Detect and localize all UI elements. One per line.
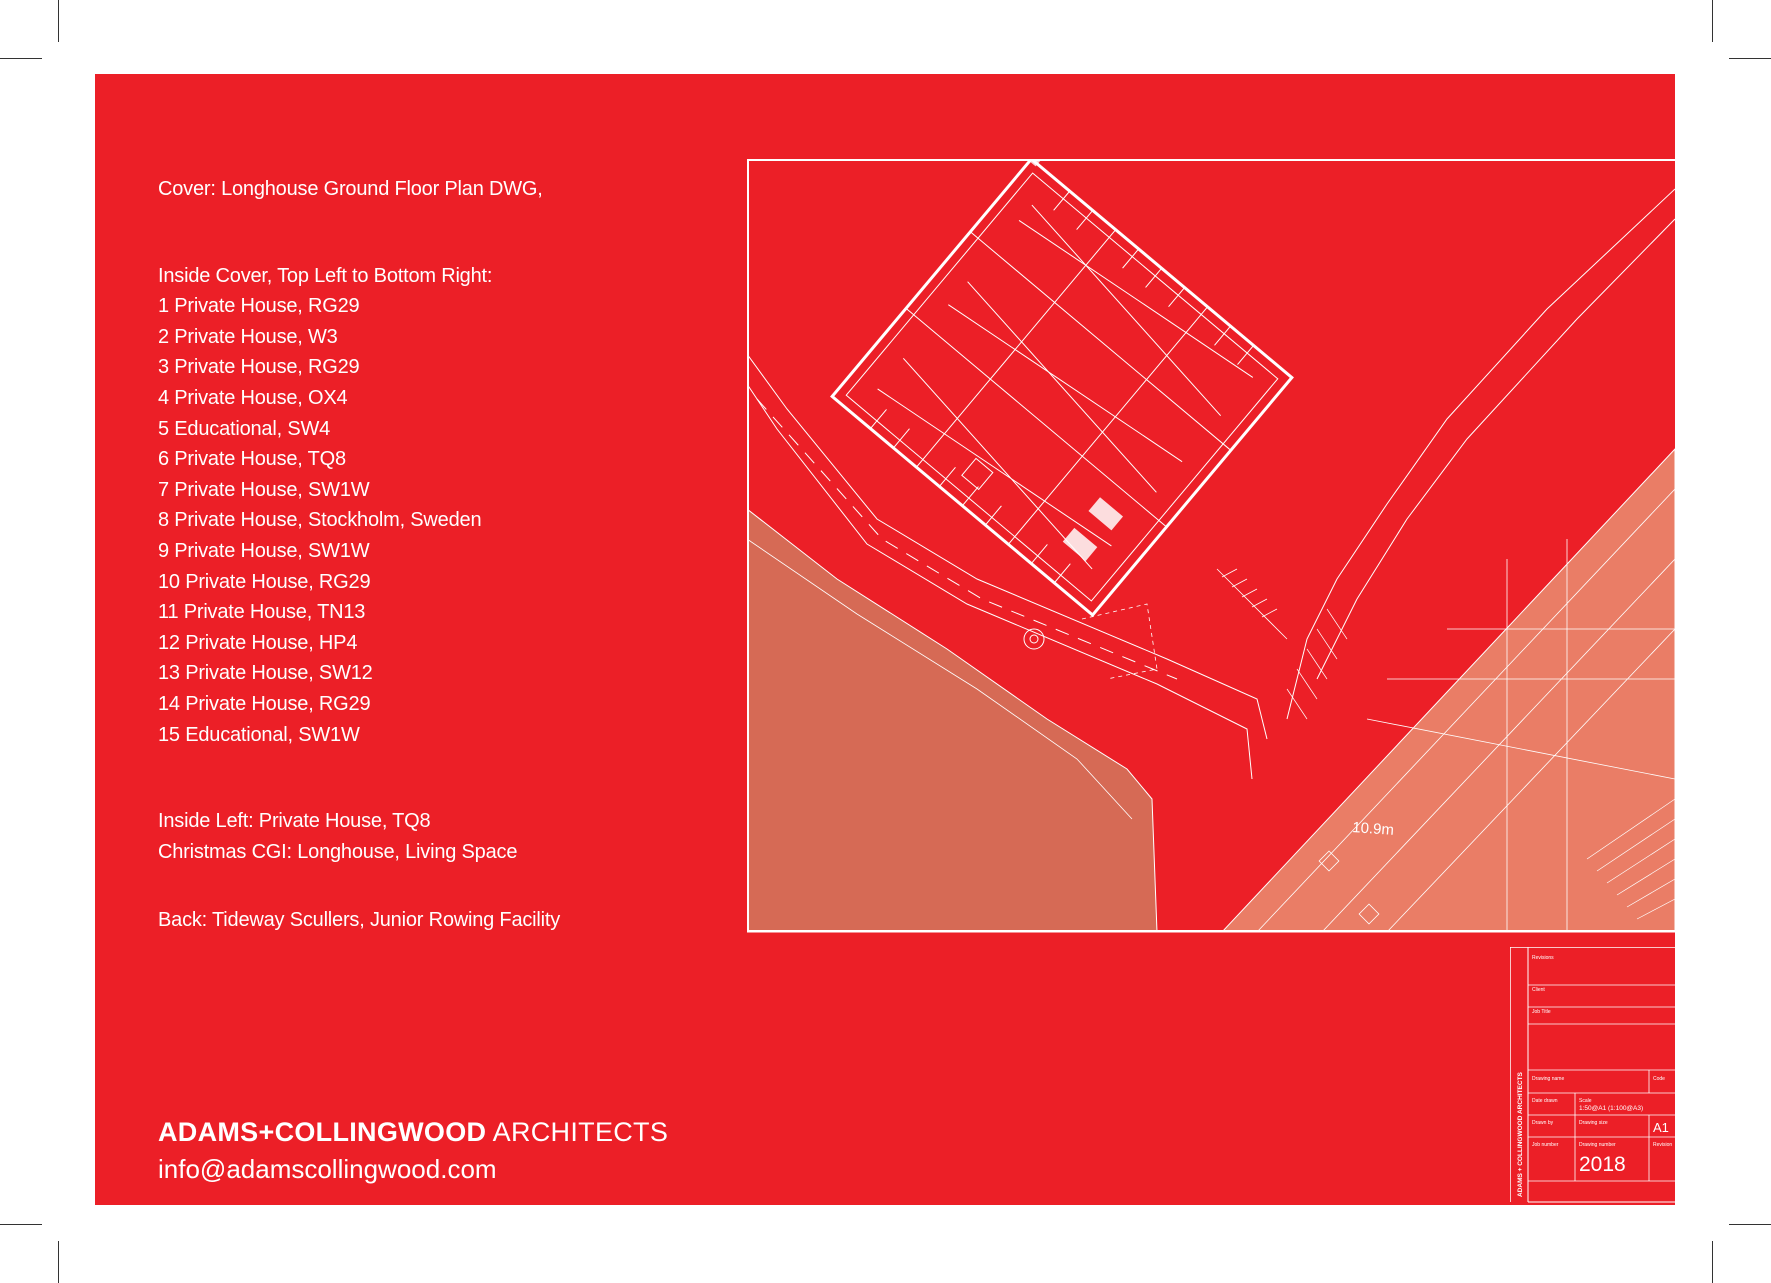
project-item: 1 Private House, RG29 bbox=[158, 295, 360, 318]
project-item: 14 Private House, RG29 bbox=[158, 692, 371, 715]
practice-email[interactable]: info@adamscollingwood.com bbox=[158, 1154, 497, 1184]
title-block-revisions: Revisions bbox=[1532, 955, 1554, 961]
project-item: 13 Private House, SW12 bbox=[158, 662, 373, 685]
title-block-job-number: Job number bbox=[1532, 1142, 1559, 1148]
project-item: 6 Private House, TQ8 bbox=[158, 448, 346, 471]
crop-mark-top-right-v bbox=[1712, 0, 1713, 42]
project-item: 12 Private House, HP4 bbox=[158, 631, 358, 654]
landscape-area bbox=[747, 508, 1158, 932]
crop-mark-bottom-right-v bbox=[1712, 1241, 1713, 1283]
project-item: 2 Private House, W3 bbox=[158, 325, 338, 348]
title-block-job-title: Job Title bbox=[1532, 1009, 1551, 1015]
crop-mark-bottom-left-v bbox=[58, 1241, 59, 1283]
inside-cover-heading: Inside Cover, Top Left to Bottom Right: bbox=[158, 264, 493, 287]
christmas-cgi-credit: Christmas CGI: Longhouse, Living Space bbox=[158, 840, 518, 863]
title-block-year: 2018 bbox=[1579, 1153, 1626, 1176]
back-credit: Back: Tideway Scullers, Junior Rowing Fa… bbox=[158, 909, 561, 932]
practice-name: ADAMS+COLLINGWOOD ARCHITECTS bbox=[158, 1117, 668, 1148]
crop-mark-bottom-left-h bbox=[0, 1224, 42, 1225]
practice-name-light: ARCHITECTS bbox=[486, 1117, 669, 1147]
title-block-drawing-number: Drawing number bbox=[1579, 1142, 1616, 1148]
title-block-practice-name: ADAMS + COLLINGWOOD ARCHITECTS bbox=[1517, 1071, 1524, 1197]
drawing-title-block: ADAMS + COLLINGWOOD ARCHITECTS Revisions… bbox=[1510, 947, 1675, 1203]
project-item: 11 Private House, TN13 bbox=[158, 601, 366, 624]
title-block-date-drawn: Date drawn bbox=[1532, 1098, 1558, 1104]
cover-credit: Cover: Longhouse Ground Floor Plan DWG, bbox=[158, 178, 543, 200]
crop-mark-bottom-right-h bbox=[1729, 1224, 1771, 1225]
project-item: 4 Private House, OX4 bbox=[158, 386, 348, 409]
crop-mark-top-left-v bbox=[58, 0, 59, 42]
practice-signature: ADAMS+COLLINGWOOD ARCHITECTS info@adamsc… bbox=[158, 1117, 668, 1185]
title-block-code: Code bbox=[1653, 1076, 1665, 1082]
project-list: 1 Private House, RG29 2 Private House, W… bbox=[158, 291, 560, 750]
site-plan-drawing: 10.9m bbox=[747, 159, 1675, 933]
title-block-revision: Revision bbox=[1653, 1142, 1672, 1148]
road-area bbox=[1221, 448, 1675, 932]
title-block-drawn-by: Drawn by bbox=[1532, 1120, 1554, 1126]
crop-mark-top-right-h bbox=[1729, 58, 1771, 59]
title-block-scale-value: 1:50@A1 (1:100@A3) bbox=[1579, 1105, 1643, 1112]
project-item: 15 Educational, SW1W bbox=[158, 723, 360, 746]
title-block-drawing-size-label: Drawing size bbox=[1579, 1120, 1608, 1126]
crop-mark-top-left-h bbox=[0, 58, 42, 59]
red-cover-panel: Cover: Longhouse Ground Floor Plan DWG, … bbox=[95, 74, 1675, 1205]
project-item: 9 Private House, SW1W bbox=[158, 539, 370, 562]
image-credits: Cover: Longhouse Ground Floor Plan DWG, … bbox=[158, 174, 560, 936]
inside-left-credit: Inside Left: Private House, TQ8 bbox=[158, 810, 431, 833]
dimension-label: 10.9m bbox=[1352, 819, 1395, 839]
practice-name-bold: ADAMS+COLLINGWOOD bbox=[158, 1117, 487, 1147]
project-item: 5 Educational, SW4 bbox=[158, 417, 331, 440]
project-item: 10 Private House, RG29 bbox=[158, 570, 371, 593]
project-item: 7 Private House, SW1W bbox=[158, 478, 370, 501]
project-item: 3 Private House, RG29 bbox=[158, 356, 360, 379]
project-item: 8 Private House, Stockholm, Sweden bbox=[158, 509, 482, 532]
building-floor-plan bbox=[830, 159, 1294, 618]
title-block-drawing-name: Drawing name bbox=[1532, 1076, 1564, 1082]
title-block-scale-label: Scale bbox=[1579, 1098, 1592, 1104]
title-block-drawing-size-value: A1 bbox=[1653, 1120, 1669, 1135]
title-block-client: Client bbox=[1532, 987, 1545, 993]
